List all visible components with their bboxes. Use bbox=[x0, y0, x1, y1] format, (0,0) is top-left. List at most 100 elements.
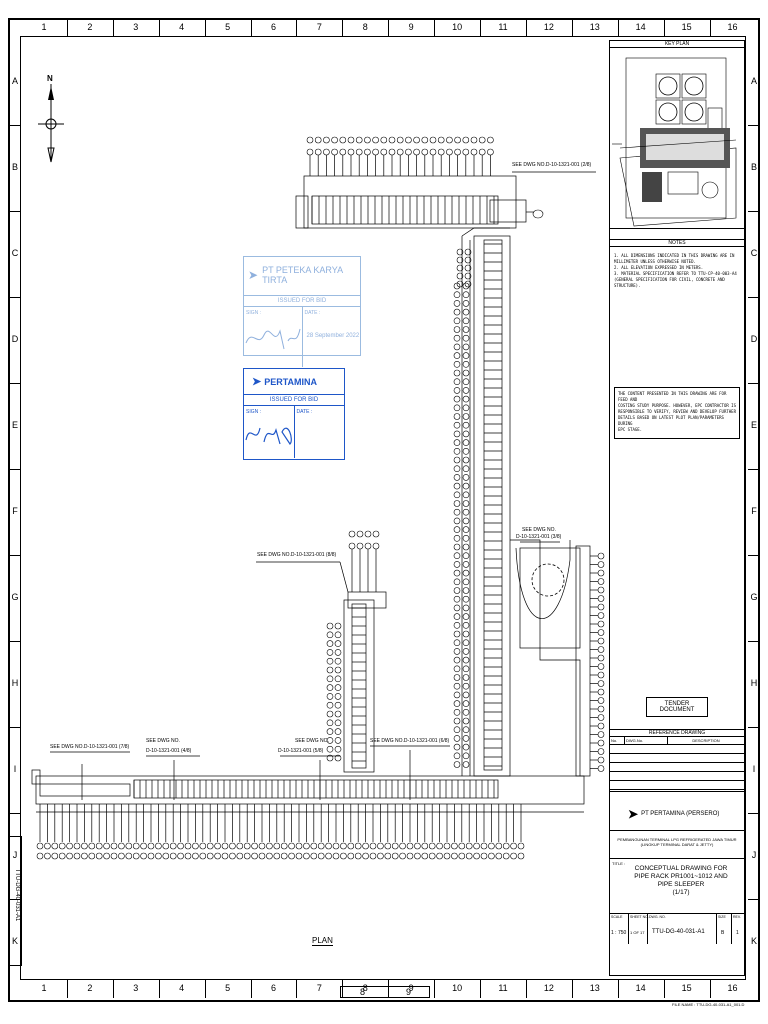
grid-col-tick bbox=[158, 18, 160, 36]
grid-col-tick bbox=[388, 980, 390, 998]
file-name: FILE NAME : TTU-DG-40-031-A1_001.D bbox=[672, 1002, 745, 1007]
grid-col-tick bbox=[663, 980, 665, 998]
grid-row-H: H bbox=[11, 678, 19, 688]
pertamina-date-label: DATE : bbox=[296, 409, 313, 415]
sheet-label: SHEET NO. bbox=[630, 915, 649, 919]
peteka-date-label: DATE : bbox=[304, 310, 321, 316]
grid-row-I: I bbox=[13, 764, 17, 774]
project-line-2: (LINGKUP TERMINAL DARAT & JETTY) bbox=[640, 842, 714, 847]
grid-col-tick bbox=[480, 18, 482, 36]
grid-col-tick bbox=[480, 980, 482, 998]
grid-row-tick bbox=[748, 641, 760, 642]
grid-row-tick bbox=[8, 383, 20, 384]
grid-col-tick bbox=[112, 18, 114, 36]
pertamina-logo-icon: ➤ bbox=[252, 376, 262, 388]
grid-col-5: 5 bbox=[225, 22, 231, 32]
grid-col-5: 5 bbox=[225, 983, 231, 993]
grid-row-tick bbox=[8, 125, 20, 126]
tender-document-badge: TENDER DOCUMENT bbox=[646, 697, 708, 717]
note-line: STRUCTURE). bbox=[614, 283, 641, 288]
grid-row-C: C bbox=[11, 248, 19, 258]
grid-col-9: 9 bbox=[408, 983, 414, 993]
grid-col-16: 16 bbox=[727, 22, 738, 32]
bottom-center-mark-box bbox=[340, 986, 430, 998]
grid-row-K: K bbox=[750, 936, 757, 946]
grid-col-tick bbox=[250, 980, 252, 998]
grid-row-E: E bbox=[11, 420, 18, 430]
grid-col-tick bbox=[525, 18, 527, 36]
grid-col-tick bbox=[709, 980, 711, 998]
grid-col-15: 15 bbox=[681, 983, 692, 993]
grid-row-tick bbox=[8, 211, 20, 212]
peteka-sign-label: SIGN : bbox=[246, 310, 262, 316]
grid-col-13: 13 bbox=[589, 983, 600, 993]
ref-drawing-rows bbox=[610, 745, 744, 792]
grid-row-B: B bbox=[11, 162, 18, 172]
ref-label-right-a: SEE DWG NO. bbox=[522, 527, 556, 533]
company-block: ➤ PT PERTAMINA (PERSERO) bbox=[610, 798, 744, 831]
title-footer-row: SCALE 1 : 750 SHEET NO. 1 OF 17 DWG. NO.… bbox=[610, 914, 744, 944]
grid-row-tick bbox=[8, 641, 20, 642]
grid-col-1: 1 bbox=[41, 22, 47, 32]
disclaimer-line: RESPONSIBLE TO VERIFY, REVIEW AND DEVELO… bbox=[618, 409, 737, 414]
grid-col-7: 7 bbox=[316, 22, 322, 32]
peteka-company: PT PETEKA KARYA TIRTA bbox=[262, 265, 343, 285]
drawing-outer-frame bbox=[8, 18, 760, 1002]
ref-drawing-header: REFERENCE DRAWING bbox=[610, 729, 744, 737]
grid-col-tick bbox=[617, 18, 619, 36]
notes-list: 1. ALL DIMENSIONS INDICATED IN THIS DRAW… bbox=[610, 247, 744, 379]
disclaimer-line: THE CONTENT PRESENTED IN THIS DRAWING AR… bbox=[618, 391, 727, 402]
grid-col-tick bbox=[204, 18, 206, 36]
grid-col-tick bbox=[525, 980, 527, 998]
ref-label-top: SEE DWG NO.D-10-1321-001 (2/8) bbox=[512, 162, 592, 168]
ref-label-b5b: D-10-1321-001 (5/8) bbox=[278, 748, 324, 754]
bottom-mark-8: 8 bbox=[360, 987, 366, 997]
dwg-label: DWG. NO. bbox=[649, 915, 666, 919]
peteka-signature-icon bbox=[245, 328, 301, 350]
grid-col-tick bbox=[571, 18, 573, 36]
ref-label-mid: SEE DWG NO.D-10-1321-001 (8/8) bbox=[257, 552, 337, 558]
peteka-status: ISSUED FOR BID bbox=[244, 295, 360, 307]
note-line: 2. ALL ELEVATION EXPRESSED IN METERS. bbox=[614, 265, 704, 270]
grid-col-9: 9 bbox=[408, 22, 414, 32]
disclaimer-box: THE CONTENT PRESENTED IN THIS DRAWING AR… bbox=[614, 387, 740, 439]
pertamina-status: ISSUED FOR BID bbox=[244, 394, 344, 406]
grid-row-tick bbox=[8, 469, 20, 470]
grid-col-tick bbox=[66, 980, 68, 998]
pertamina-company: PERTAMINA bbox=[264, 376, 318, 387]
title-line: PIPE RACK PR1001~1012 AND bbox=[634, 873, 728, 880]
pertamina-signature-icon bbox=[245, 427, 292, 445]
grid-col-4: 4 bbox=[179, 22, 185, 32]
grid-row-tick bbox=[748, 297, 760, 298]
grid-row-tick bbox=[748, 211, 760, 212]
pertamina-issued-stamp: ➤ PERTAMINA ISSUED FOR BID SIGN : DATE : bbox=[243, 368, 345, 460]
grid-col-tick bbox=[342, 18, 344, 36]
grid-row-G: G bbox=[11, 592, 19, 602]
grid-col-tick bbox=[663, 18, 665, 36]
grid-row-tick bbox=[748, 555, 760, 556]
size-label: SIZE bbox=[718, 915, 726, 919]
note-line: 1. ALL DIMENSIONS INDICATED IN THIS DRAW… bbox=[614, 253, 735, 258]
grid-row-tick bbox=[748, 899, 760, 900]
grid-col-tick bbox=[617, 980, 619, 998]
tender-document-label: TENDER DOCUMENT bbox=[659, 701, 695, 713]
grid-col-15: 15 bbox=[681, 22, 692, 32]
project-line-1: PEMBANGUNAN TERMINAL LPG REFRIGERATED JA… bbox=[617, 837, 737, 842]
grid-col-tick bbox=[66, 18, 68, 36]
grid-col-tick bbox=[250, 18, 252, 36]
disclaimer-line: COSTING STUDY PURPOSE. HOWEVER, EPC CONT… bbox=[618, 403, 737, 408]
scale-value: 1 : 750 bbox=[611, 930, 627, 936]
grid-row-C: C bbox=[750, 248, 758, 258]
grid-row-tick bbox=[748, 469, 760, 470]
note-line: 3. MATERIAL SPECIFICATION REFER TO TTU-C… bbox=[614, 271, 737, 276]
grid-row-tick bbox=[748, 383, 760, 384]
dwg-number: TTU-DG-40-031-A1 bbox=[652, 929, 705, 935]
grid-row-H: H bbox=[750, 678, 758, 688]
grid-row-B: B bbox=[750, 162, 757, 172]
grid-col-2: 2 bbox=[87, 22, 93, 32]
ref-label-b4a: SEE DWG NO. bbox=[146, 738, 180, 744]
grid-row-tick bbox=[8, 727, 20, 728]
grid-col-tick bbox=[571, 980, 573, 998]
grid-row-A: A bbox=[11, 76, 18, 86]
grid-row-tick bbox=[748, 727, 760, 728]
